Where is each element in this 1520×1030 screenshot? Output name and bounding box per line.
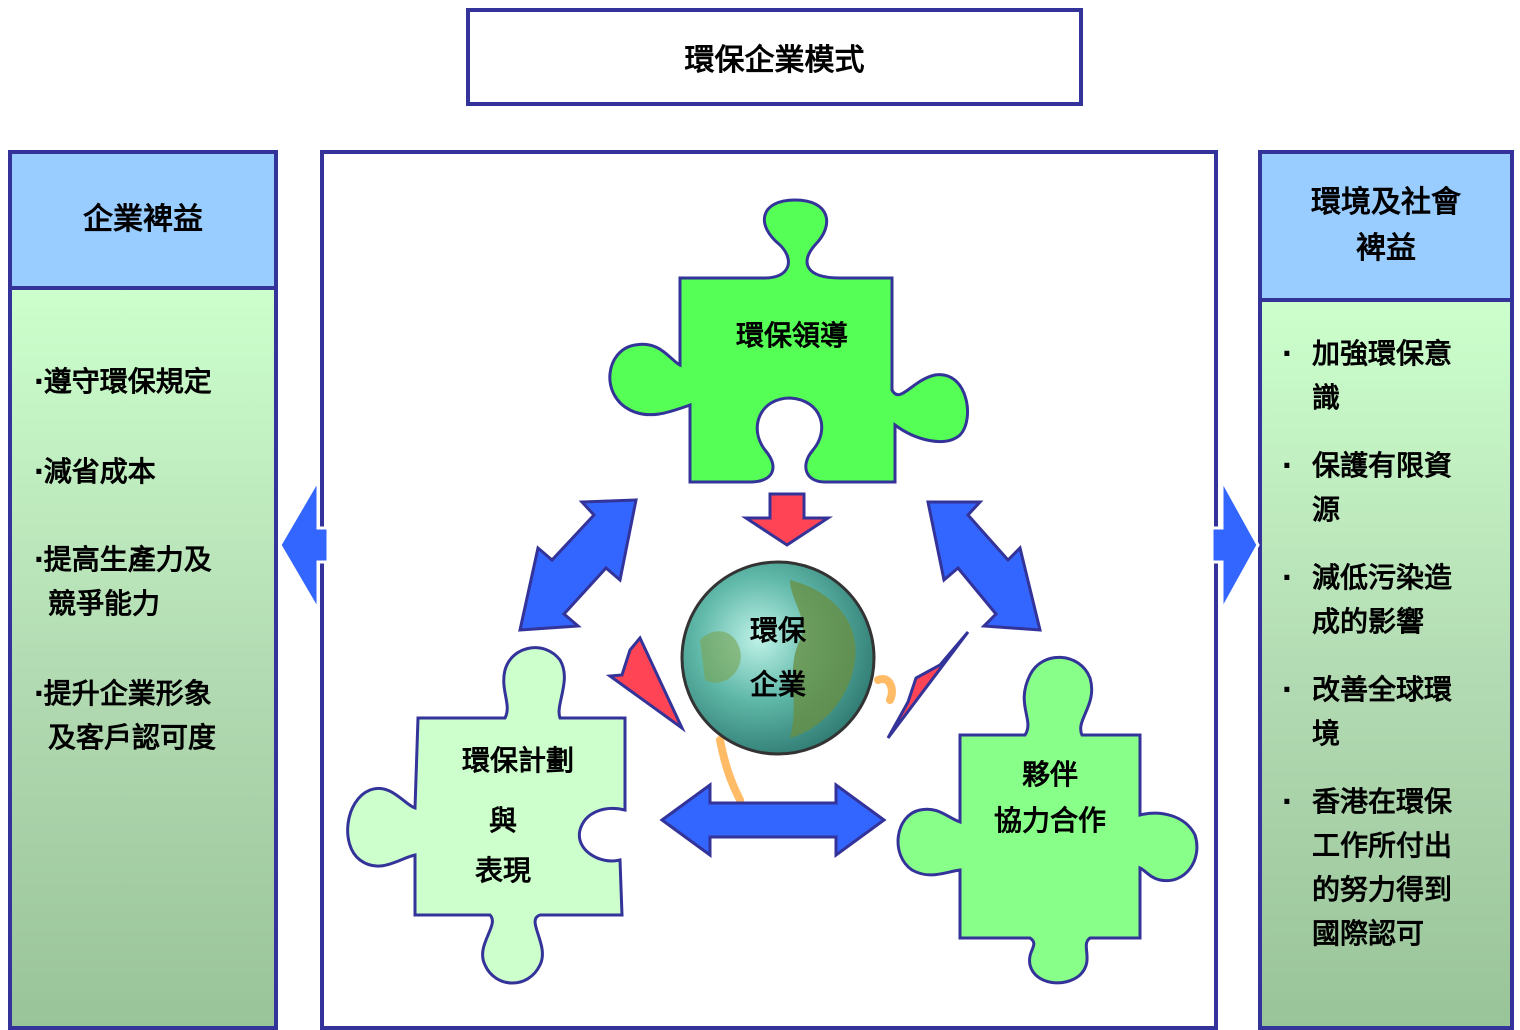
- right-item-line: 改善全球環: [1312, 673, 1453, 706]
- right-item-line: 保護有限資: [1312, 449, 1453, 482]
- right-item-resources: ‧ 保護有限資 源: [1282, 444, 1512, 532]
- right-panel-heading-line2: 裨益: [1356, 231, 1416, 266]
- right-item-line: 源: [1312, 493, 1341, 526]
- left-panel-body: [12, 290, 274, 1026]
- left-item-productivity: ‧提高生產力及: [34, 543, 212, 576]
- left-panel-heading: 企業裨益: [12, 154, 274, 290]
- right-item-line: 香港在環保: [1312, 785, 1453, 818]
- right-item-line: 減低污染造: [1312, 561, 1453, 594]
- bullet-dot: ‧: [1282, 785, 1292, 818]
- left-panel-heading-text: 企業裨益: [83, 202, 203, 237]
- left-item-comply: ‧遵守環保規定: [34, 365, 212, 398]
- bullet-dot: ‧: [1282, 449, 1292, 482]
- right-item-pollution: ‧ 減低污染造 成的影響: [1282, 556, 1512, 644]
- diagram-title: 環保企業模式: [466, 8, 1083, 106]
- right-item-line: 境: [1312, 717, 1341, 750]
- right-item-line: 的努力得到: [1312, 873, 1453, 906]
- right-panel-body: [1262, 302, 1510, 1026]
- center-panel: [320, 150, 1218, 1030]
- right-item-awareness: ‧ 加強環保意 識: [1282, 332, 1512, 420]
- right-item-line: 成的影響: [1312, 605, 1425, 638]
- bullet-dot: ‧: [1282, 673, 1292, 706]
- right-outer-arrow: [1210, 474, 1260, 616]
- right-panel-heading-line1: 環境及社會: [1311, 185, 1461, 220]
- bullet-dot: ‧: [1282, 337, 1292, 370]
- bullet-dot: ‧: [1282, 561, 1292, 594]
- left-panel: 企業裨益 ‧遵守環保規定 ‧減省成本 ‧提高生產力及 競爭能力 ‧提升企業形象 …: [8, 150, 278, 1030]
- right-panel-heading: 環境及社會 裨益: [1262, 154, 1510, 302]
- right-item-global: ‧ 改善全球環 境: [1282, 668, 1512, 756]
- right-item-line: 識: [1312, 381, 1341, 414]
- left-item-image-cont: 及客戶認可度: [48, 721, 217, 754]
- right-item-line: 工作所付出: [1312, 829, 1453, 862]
- left-item-cost: ‧減省成本: [34, 455, 156, 488]
- left-item-productivity-cont: 競爭能力: [48, 587, 161, 620]
- right-item-line: 加強環保意: [1312, 337, 1453, 370]
- right-item-recognition: ‧ 香港在環保 工作所付出 的努力得到 國際認可: [1282, 780, 1512, 956]
- right-item-line: 國際認可: [1312, 917, 1425, 950]
- left-item-image: ‧提升企業形象: [34, 677, 212, 710]
- right-panel: 環境及社會 裨益 ‧ 加強環保意 識 ‧ 保護有限資 源 ‧ 減低污染造 成的影…: [1258, 150, 1514, 1030]
